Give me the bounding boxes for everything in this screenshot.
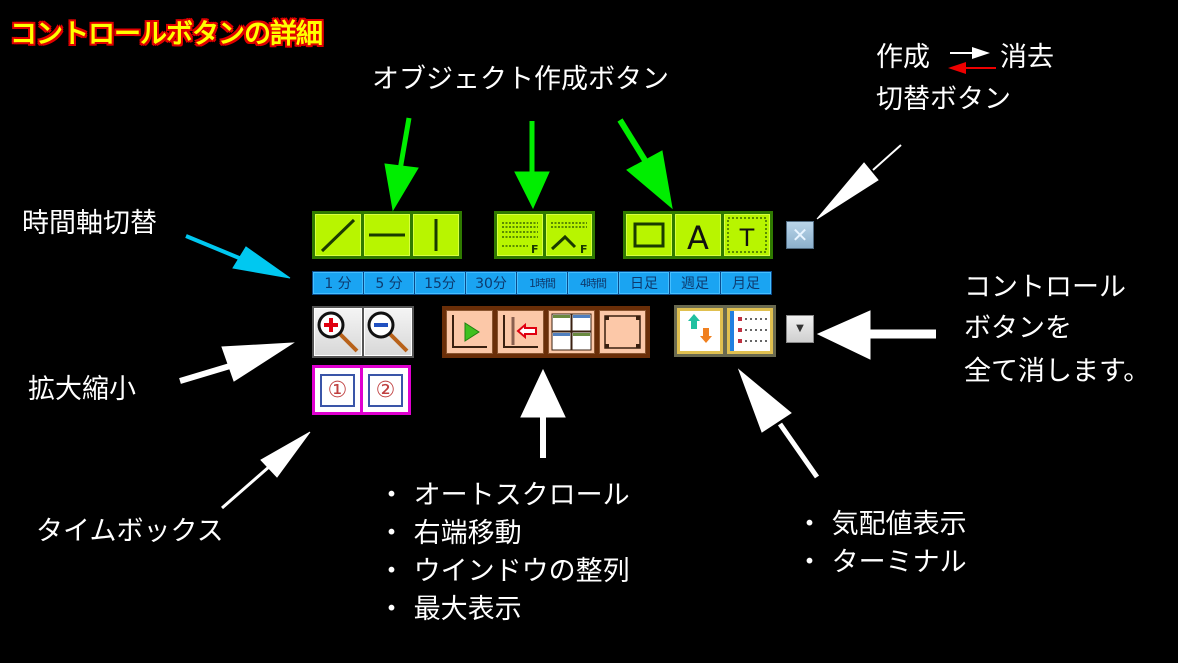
bullet-maximize: 最大表示 — [378, 591, 630, 629]
tile-windows-icon — [551, 313, 592, 351]
label-toggle-button: 切替ボタン — [876, 84, 1011, 115]
fibonacci-retracement-icon: F — [502, 222, 539, 256]
green-arrows — [384, 117, 673, 212]
zoom-in-icon — [317, 311, 359, 353]
fibonacci-expansion-icon: F — [550, 222, 588, 256]
svg-text:T: T — [739, 224, 755, 252]
label-hide-all-2: ボタンを — [964, 313, 1072, 344]
bullet-auto-scroll: オートスクロール — [378, 477, 630, 515]
label-toggle-delete: 消去 — [1000, 42, 1054, 73]
arrow-shapes-head — [626, 150, 673, 210]
maximize-button[interactable] — [599, 310, 646, 354]
chart-control-group — [442, 306, 650, 358]
window-control-group — [674, 305, 776, 357]
chart-control-list: オートスクロール 右端移動 ウインドウの整列 最大表示 — [378, 477, 630, 629]
toggle-indicator-arrows — [948, 47, 996, 74]
shape-tools-group: A T — [623, 211, 773, 259]
bullet-market-watch: 気配値表示 — [796, 506, 967, 544]
vertical-line-icon — [434, 219, 438, 251]
auto-scroll-button[interactable] — [446, 310, 493, 354]
chart-shift-button[interactable] — [497, 310, 544, 354]
timeframe-m1[interactable]: 1 分 — [313, 272, 363, 294]
tile-windows-button[interactable] — [548, 310, 595, 354]
zoom-in-button[interactable] — [314, 308, 362, 356]
text-label-button[interactable]: A — [675, 214, 721, 257]
label-object-create: オブジェクト作成ボタン — [372, 64, 669, 95]
arrow-lines-head — [384, 163, 419, 212]
label-hide-all-3: 全て消します。 — [964, 356, 1151, 387]
text-box-icon: T — [727, 217, 767, 253]
window-control-list: 気配値表示 ターミナル — [796, 506, 967, 582]
page-title: コントロールボタンの詳細 — [10, 19, 323, 50]
trendline-icon — [320, 218, 356, 253]
rectangle-icon — [633, 222, 665, 248]
label-hide-all-1: コントロール — [964, 272, 1126, 303]
zoom-out-button[interactable] — [364, 308, 412, 356]
rectangle-button[interactable] — [626, 214, 672, 256]
zoom-out-icon — [367, 311, 409, 353]
chart-shift-icon — [503, 315, 538, 348]
timebox-1-icon: ① — [320, 373, 355, 407]
text-box-button[interactable]: T — [724, 214, 770, 256]
auto-scroll-icon — [452, 315, 487, 348]
toggle-object-close-button[interactable]: ✕ — [786, 221, 814, 249]
horizontal-line-icon — [369, 233, 405, 237]
vertical-line-button[interactable] — [413, 214, 459, 256]
timeframe-mn[interactable]: 月足 — [721, 272, 771, 294]
timeframe-h1[interactable]: 1時間 — [517, 272, 567, 294]
terminal-button[interactable] — [727, 308, 773, 354]
label-timeframe: 時間軸切替 — [22, 208, 157, 239]
label-toggle-create: 作成 — [876, 42, 930, 73]
bullet-tile-windows: ウインドウの整列 — [378, 553, 630, 591]
fibonacci-retracement-button[interactable]: F — [497, 214, 543, 256]
timebox-1-button[interactable]: ① — [315, 368, 360, 412]
horizontal-line-button[interactable] — [364, 214, 410, 256]
arrow-fib-head — [514, 171, 550, 210]
zoom-group — [312, 306, 414, 358]
hide-controls-dropdown-button[interactable]: ▼ — [786, 315, 814, 343]
cyan-arrow — [185, 234, 291, 279]
svg-text:F: F — [531, 243, 539, 255]
terminal-icon — [730, 311, 768, 351]
timeframe-w1[interactable]: 週足 — [670, 272, 720, 294]
timeframe-m30[interactable]: 30分 — [466, 272, 516, 294]
fibonacci-expansion-button[interactable]: F — [546, 214, 592, 256]
line-tools-group — [312, 211, 462, 259]
label-zoom: 拡大縮小 — [28, 374, 136, 405]
arrow-shapes — [617, 118, 649, 164]
svg-text:F: F — [580, 243, 588, 255]
trendline-button[interactable] — [315, 214, 361, 256]
bullet-terminal: ターミナル — [796, 544, 967, 582]
svg-text:A: A — [687, 219, 709, 255]
timeframe-m15[interactable]: 15分 — [415, 272, 465, 294]
market-watch-button[interactable] — [677, 308, 723, 354]
timeframe-h4[interactable]: 4時間 — [568, 272, 618, 294]
label-timebox: タイムボックス — [36, 516, 224, 547]
timebox-2-button[interactable]: ② — [363, 368, 408, 412]
text-label-icon: A — [687, 219, 709, 257]
market-watch-icon — [688, 314, 712, 343]
bullet-shift-right: 右端移動 — [378, 515, 630, 553]
fibonacci-tools-group: F F — [494, 211, 595, 259]
timebox-2-icon: ② — [368, 373, 403, 407]
maximize-icon — [604, 315, 641, 349]
timeframe-bar: 1 分 5 分 15分 30分 1時間 4時間 日足 週足 月足 — [312, 271, 772, 295]
arrow-lines — [397, 117, 412, 171]
timebox-group: ① ② — [312, 365, 411, 415]
timeframe-d1[interactable]: 日足 — [619, 272, 669, 294]
timeframe-m5[interactable]: 5 分 — [364, 272, 414, 294]
